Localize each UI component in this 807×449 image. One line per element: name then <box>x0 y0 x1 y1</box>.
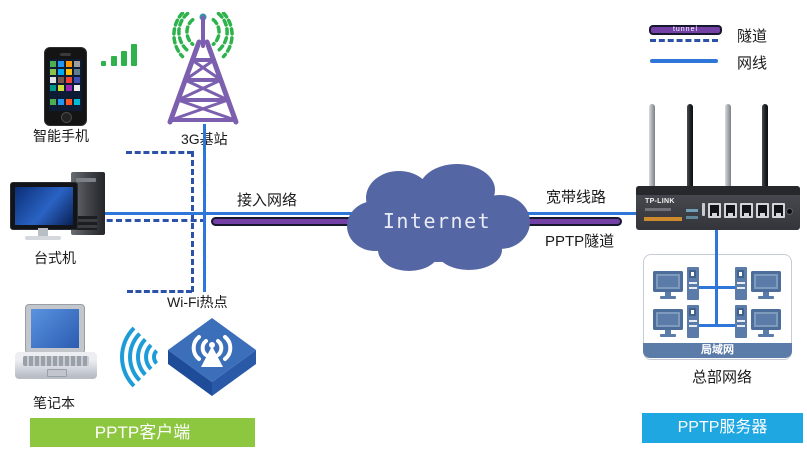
legend-cable-label: 网线 <box>737 55 768 72</box>
router-antenna <box>687 104 693 189</box>
internet-cloud: Internet <box>347 164 530 271</box>
cable-line-vertical <box>203 124 206 292</box>
router-leds <box>686 209 698 212</box>
phone-home-button <box>61 112 72 123</box>
router-brand: TP-LINK <box>645 198 675 205</box>
ethernet-port <box>708 203 721 218</box>
cell-tower-icon <box>167 12 239 125</box>
legend-tunnel-bar-label: tunnel <box>672 26 699 33</box>
phone-screen <box>49 59 82 111</box>
ethernet-port <box>772 203 785 218</box>
client-banner: PPTP客户端 <box>30 418 255 447</box>
wifi-hotspot-label: Wi-Fi热点 <box>167 294 228 310</box>
tunnel-line-smartphone <box>126 151 193 154</box>
router-model-text <box>645 208 671 211</box>
legend-tunnel-label: 隧道 <box>737 28 768 45</box>
router-label-strip <box>644 217 682 221</box>
laptop-label: 笔记本 <box>33 395 75 411</box>
router-reset-button <box>786 208 793 215</box>
router-antenna <box>725 104 731 189</box>
router-lan-line <box>715 230 718 326</box>
smartphone-icon <box>44 47 87 126</box>
server-banner: PPTP服务器 <box>642 413 803 443</box>
legend-tunnel-dashed-line <box>650 39 718 42</box>
legend-tunnel-swatch: tunnel <box>649 25 722 35</box>
pc-icon <box>735 267 781 303</box>
wifi-hotspot-icon <box>168 318 256 396</box>
lan-connector <box>697 324 737 327</box>
router-leds <box>686 216 698 219</box>
pc-icon <box>653 305 699 341</box>
wifi-wave-icon <box>120 314 206 400</box>
access-network-label: 接入网络 <box>237 192 298 209</box>
ethernet-port <box>756 203 769 218</box>
desktop-label: 台式机 <box>34 250 76 266</box>
desktop-icon <box>10 168 116 246</box>
internet-label: Internet <box>383 209 491 233</box>
pc-icon <box>653 267 699 303</box>
signal-bars-icon <box>101 43 141 66</box>
lan-connector <box>697 286 737 289</box>
router-antenna <box>649 104 655 189</box>
hq-network-label: 总部网络 <box>692 369 753 386</box>
tunnel-line-wifi <box>127 290 192 293</box>
pptp-tunnel-label: PPTP隧道 <box>545 233 615 250</box>
ethernet-port <box>740 203 753 218</box>
laptop-screen <box>25 304 85 354</box>
tunnel-line-desktop <box>88 219 206 222</box>
laptop-keyboard <box>15 352 97 379</box>
lan-label: 局域网 <box>643 343 792 358</box>
laptop-icon <box>15 304 100 388</box>
ethernet-port <box>724 203 737 218</box>
phone-speaker <box>60 53 71 56</box>
pc-icon <box>735 305 781 341</box>
router-usb-port <box>702 203 705 216</box>
router-antenna <box>762 104 768 189</box>
router-icon: TP-LINK <box>636 186 800 230</box>
desktop-monitor <box>10 182 78 230</box>
smartphone-label: 智能手机 <box>33 128 89 144</box>
legend-cable-line <box>650 59 718 63</box>
broadband-line-label: 宽带线路 <box>546 189 607 206</box>
